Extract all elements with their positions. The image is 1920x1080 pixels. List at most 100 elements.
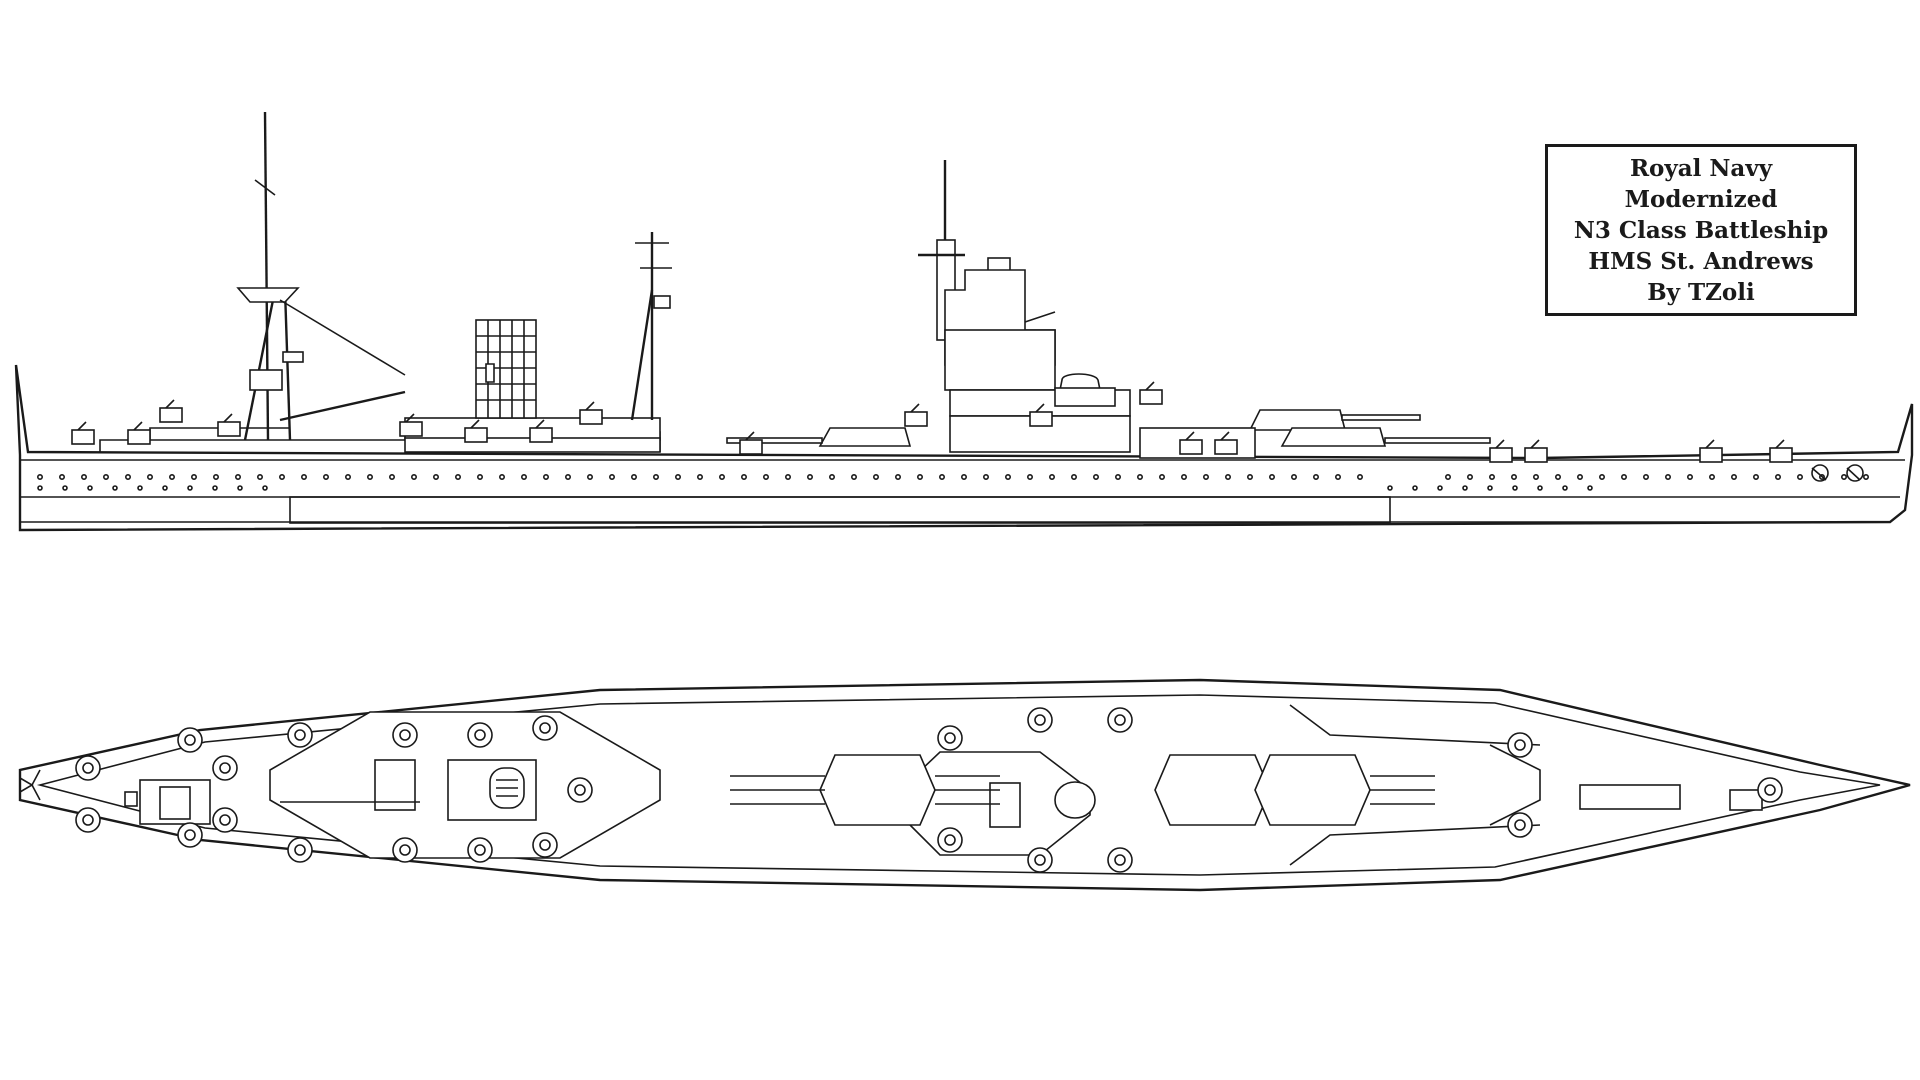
gun-mount (739, 439, 763, 455)
aa-mount (467, 837, 493, 863)
porthole (58, 473, 65, 480)
title-block: Royal Navy Modernized N3 Class Battleshi… (1545, 144, 1857, 316)
porthole (542, 473, 549, 480)
porthole (103, 473, 110, 480)
porthole (1225, 473, 1232, 480)
porthole (62, 485, 68, 491)
porthole (784, 473, 791, 480)
aa-mount (937, 827, 963, 853)
aa-mount (1027, 847, 1053, 873)
porthole (1093, 473, 1100, 480)
porthole (498, 473, 505, 480)
turret (1254, 754, 1371, 826)
porthole (476, 473, 483, 480)
title-line-status: Modernized (1624, 185, 1778, 213)
porthole (652, 473, 659, 480)
porthole (1797, 473, 1804, 480)
aa-mount (1757, 777, 1783, 803)
porthole (1665, 473, 1672, 480)
porthole (300, 473, 307, 480)
porthole (850, 473, 857, 480)
porthole (1467, 473, 1474, 480)
gun-mount (1139, 389, 1163, 405)
aa-mount-core (1514, 819, 1526, 831)
aa-mount (1507, 812, 1533, 838)
porthole (410, 473, 417, 480)
porthole (1753, 473, 1760, 480)
gun-mount (399, 421, 423, 437)
porthole (262, 485, 268, 491)
porthole (137, 485, 143, 491)
gun-barrel (1705, 439, 1715, 449)
porthole (696, 473, 703, 480)
gun-mount (159, 407, 183, 423)
porthole (960, 473, 967, 480)
aa-mount-core (474, 729, 486, 741)
gun-barrel (1145, 381, 1155, 391)
porthole (1269, 473, 1276, 480)
plan-view (18, 678, 1911, 892)
gun-mount (71, 429, 95, 445)
porthole (162, 485, 168, 491)
gun-barrel (133, 421, 143, 431)
porthole (237, 485, 243, 491)
aa-mount-core (82, 762, 94, 774)
gun-mount (1029, 411, 1053, 427)
armour-belt (289, 496, 1391, 524)
aa-mount (1027, 707, 1053, 733)
porthole (1357, 473, 1364, 480)
porthole (894, 473, 901, 480)
porthole (1462, 485, 1468, 491)
side-profile-view (14, 111, 1914, 532)
title-line-navy: Royal Navy (1629, 154, 1773, 182)
portholes-lower (37, 485, 1593, 491)
aa-mount-core (1514, 739, 1526, 751)
aa-mount (1107, 707, 1133, 733)
aa-mount (392, 837, 418, 863)
gun-barrel (745, 431, 755, 441)
aa-mount-core (474, 844, 486, 856)
turret-guns (935, 775, 1000, 805)
aa-mount-core (399, 729, 411, 741)
aft-mast (236, 111, 406, 441)
porthole (432, 473, 439, 480)
turret (819, 754, 936, 826)
aa-mount-core (82, 814, 94, 826)
aa-mount-core (1114, 854, 1126, 866)
gun-mount (579, 409, 603, 425)
aa-mount (937, 725, 963, 751)
gun-mount (1524, 447, 1548, 463)
porthole (388, 473, 395, 480)
main-turrets-plan (730, 754, 1435, 826)
forward-tower (918, 160, 1131, 453)
porthole (36, 473, 43, 480)
porthole (81, 473, 88, 480)
porthole (125, 473, 132, 480)
portholes-upper (36, 473, 1870, 480)
aft-crane-mast (630, 232, 672, 421)
title-line-author: By TZoli (1647, 278, 1755, 306)
aa-mount-core (219, 762, 231, 774)
porthole (1247, 473, 1254, 480)
porthole (1004, 473, 1011, 480)
main-turrets-side (726, 409, 1491, 459)
porthole (806, 473, 813, 480)
porthole (1487, 485, 1493, 491)
porthole (1387, 485, 1393, 491)
aa-mount-core (539, 839, 551, 851)
porthole (938, 473, 945, 480)
gun-barrel (1220, 431, 1230, 441)
porthole (1819, 473, 1826, 480)
porthole (1489, 473, 1496, 480)
porthole (1587, 485, 1593, 491)
porthole (1621, 473, 1628, 480)
gun-barrel (223, 413, 233, 423)
porthole (1445, 473, 1452, 480)
aa-mount-core (294, 729, 306, 741)
porthole (1313, 473, 1320, 480)
porthole (1071, 473, 1078, 480)
hull-plan (18, 678, 1911, 892)
gun-mount (1214, 439, 1238, 455)
porthole (872, 473, 879, 480)
aa-mount-core (1034, 714, 1046, 726)
